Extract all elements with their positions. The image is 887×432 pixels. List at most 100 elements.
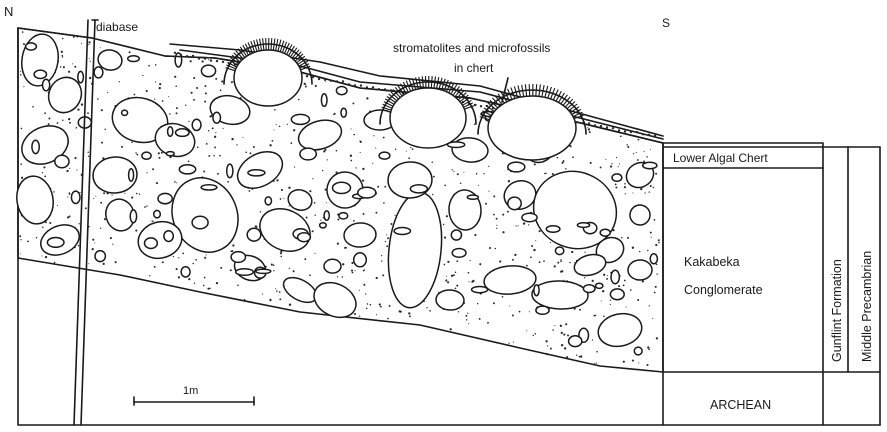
stipple-dot <box>564 347 566 349</box>
stipple-dot <box>175 86 177 88</box>
stipple-dot <box>162 100 164 102</box>
stipple-dot <box>534 163 536 165</box>
chert-dot <box>180 54 182 56</box>
stipple-dot <box>594 363 595 364</box>
stipple-dot <box>644 151 645 152</box>
stipple-dot <box>566 356 568 358</box>
stipple-dot <box>550 242 551 243</box>
stipple-dot <box>592 339 593 340</box>
stipple-dot <box>580 355 582 357</box>
stipple-dot <box>650 232 652 234</box>
stipple-dot <box>124 193 125 194</box>
stipple-dot <box>135 152 136 153</box>
stromatolite-dome <box>380 76 476 148</box>
stipple-dot <box>563 160 565 162</box>
kakabeka-label-line2: Conglomerate <box>684 283 763 297</box>
stipple-dot <box>290 142 292 144</box>
pebble <box>611 270 619 283</box>
stromatolite-core-boulder <box>390 88 466 148</box>
stipple-dot <box>655 173 657 175</box>
stipple-dot <box>245 151 247 153</box>
stipple-dot <box>514 254 516 256</box>
stipple-dot <box>493 214 495 216</box>
stipple-dot <box>155 81 156 82</box>
stipple-dot <box>20 71 21 72</box>
stipple-dot <box>42 227 44 229</box>
stipple-dot <box>467 313 468 314</box>
stipple-dot <box>204 277 206 279</box>
pebble <box>32 140 39 153</box>
chert-dot <box>600 125 602 127</box>
pebble <box>201 65 215 77</box>
stipple-dot <box>363 213 365 215</box>
stipple-dot <box>79 223 80 224</box>
stipple-dot <box>607 275 608 276</box>
stipple-dot <box>571 251 573 253</box>
chert-dot <box>204 57 206 59</box>
stipple-dot <box>242 137 243 138</box>
chert-dot <box>360 84 362 86</box>
stipple-dot <box>88 263 89 264</box>
stipple-dot <box>610 300 611 301</box>
stipple-dot <box>320 220 321 221</box>
stipple-dot <box>69 193 71 195</box>
stipple-dot <box>279 298 281 300</box>
stipple-dot <box>146 172 147 173</box>
stipple-dot <box>624 186 626 188</box>
pebble <box>94 67 103 78</box>
stipple-dot <box>216 282 218 284</box>
stipple-dot <box>62 55 64 57</box>
stipple-dot <box>276 291 278 293</box>
stipple-dot <box>104 129 106 131</box>
stipple-dot <box>502 296 504 298</box>
pebble <box>394 228 410 235</box>
stipple-dot <box>457 173 459 175</box>
stipple-dot <box>119 81 120 82</box>
stipple-dot <box>182 253 184 255</box>
stipple-dot <box>90 61 91 62</box>
stipple-dot <box>487 322 489 324</box>
middle-precambrian-label: Middle Precambrian <box>860 251 874 362</box>
chert-dot <box>186 55 188 57</box>
stipple-dot <box>289 304 291 306</box>
stipple-dot <box>149 275 150 276</box>
pebble <box>339 213 348 219</box>
stipple-dot <box>168 96 169 97</box>
stipple-dot <box>433 176 435 178</box>
stipple-dot <box>100 202 102 204</box>
stipple-dot <box>20 74 22 76</box>
stipple-dot <box>103 263 105 265</box>
stipple-dot <box>57 122 59 124</box>
stipple-dot <box>280 252 282 254</box>
stipple-dot <box>533 249 535 251</box>
pebble <box>600 229 610 236</box>
stipple-dot <box>146 205 147 206</box>
chert-dot <box>210 59 212 61</box>
stipple-dot <box>534 333 536 335</box>
stipple-dot <box>408 157 410 159</box>
stipple-dot <box>468 281 469 282</box>
stipple-dot <box>144 206 146 208</box>
pebble <box>145 238 158 249</box>
stipple-dot <box>552 329 554 331</box>
stipple-dot <box>451 275 453 277</box>
stipple-dot <box>479 318 481 320</box>
boulder <box>435 289 464 310</box>
stipple-dot <box>230 250 232 252</box>
stipple-dot <box>315 85 317 87</box>
stipple-dot <box>644 192 645 193</box>
pebble <box>577 223 589 228</box>
stipple-dot <box>78 245 80 247</box>
stipple-dot <box>326 202 327 203</box>
stipple-dot <box>526 265 528 267</box>
stipple-dot <box>353 220 355 222</box>
stipple-dot <box>110 237 112 239</box>
stipple-dot <box>68 71 70 73</box>
stipple-dot <box>632 360 634 362</box>
stipple-dot <box>502 214 504 216</box>
stipple-dot <box>148 65 150 67</box>
archean-label: ARCHEAN <box>710 398 771 412</box>
stipple-dot <box>135 230 137 232</box>
stipple-dot <box>623 284 625 286</box>
stipple-dot <box>445 279 447 281</box>
